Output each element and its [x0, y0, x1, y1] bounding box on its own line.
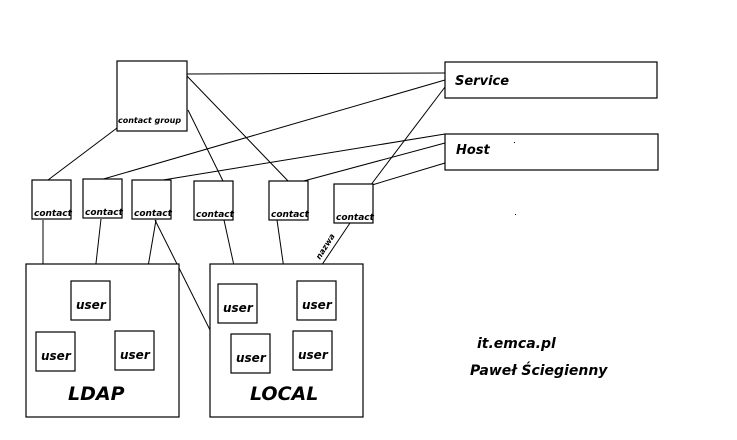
contact-node[interactable]: contact: [333, 183, 375, 224]
user-label: user: [298, 348, 329, 362]
user-label: user: [302, 298, 333, 312]
user-node[interactable]: user: [292, 330, 333, 371]
contact-node[interactable]: contact: [268, 180, 310, 221]
stray-dot: [515, 214, 516, 215]
user-node[interactable]: user: [217, 283, 258, 324]
contact-node[interactable]: contact: [193, 180, 235, 221]
ldap-label: LDAP: [68, 383, 125, 405]
edge-group-contact4: [187, 109, 224, 182]
edge-label: nazwa: [314, 232, 337, 261]
contact-label: contact: [271, 210, 310, 220]
contact-node[interactable]: contact: [131, 179, 173, 220]
author-credit: Paweł Ściegienny: [470, 361, 608, 379]
user-label: user: [236, 351, 267, 365]
contact-node[interactable]: contact: [31, 179, 73, 220]
edge-group-contact5: [185, 74, 291, 184]
contact-label: contact: [196, 210, 235, 220]
user-label: user: [223, 301, 254, 315]
edge-group-service: [185, 72, 446, 75]
contact-group-node[interactable]: contact group: [116, 60, 188, 132]
stray-dot: [514, 142, 515, 143]
service-label: Service: [455, 74, 509, 89]
user-node[interactable]: user: [35, 331, 76, 372]
user-label: user: [41, 349, 72, 363]
edge-group-contact1: [47, 127, 118, 181]
edge-service-contact6: [369, 86, 446, 187]
user-node[interactable]: user: [70, 280, 111, 321]
site-credit: it.emca.pl: [477, 336, 556, 352]
user-node[interactable]: user: [230, 333, 271, 374]
contact-node[interactable]: contact: [82, 178, 124, 219]
user-node[interactable]: user: [296, 280, 337, 321]
contact-group-label: contact group: [118, 116, 181, 125]
contact-label: contact: [85, 208, 124, 218]
user-label: user: [120, 348, 151, 362]
edge-host-contact3: [162, 133, 446, 181]
contact-label: contact: [34, 209, 73, 219]
edge-host-contact5: [299, 142, 446, 183]
user-node[interactable]: user: [114, 330, 155, 371]
local-label: LOCAL: [250, 383, 318, 405]
user-label: user: [76, 298, 107, 312]
host-label: Host: [456, 143, 491, 158]
edge-service-contact2: [99, 79, 446, 181]
host-node[interactable]: Host: [444, 133, 659, 171]
edge-host-contact6: [371, 162, 446, 186]
contact-label: contact: [134, 209, 173, 219]
service-node[interactable]: Service: [444, 61, 658, 99]
contact-label: contact: [336, 213, 375, 223]
